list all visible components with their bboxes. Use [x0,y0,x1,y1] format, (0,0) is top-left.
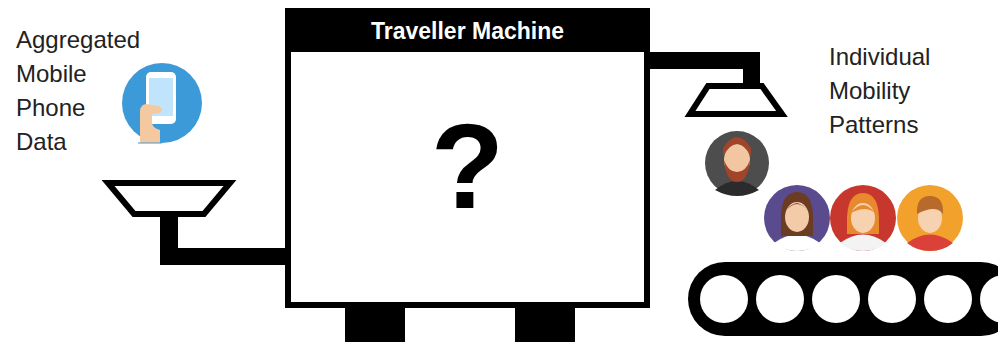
avatar [764,185,830,251]
avatar [897,185,963,251]
side-label: Aggregated Mobile Phone Data [16,23,140,159]
conveyor-belt [688,262,998,336]
side-label: Individual Mobility Patterns [829,40,930,142]
body-area: ? [291,52,644,302]
machine-box: Traveller Machine? [285,8,650,308]
question-mark: ? [431,106,504,226]
machine-title: Traveller Machine [371,18,564,44]
avatar [830,185,896,251]
phone-icon [122,63,202,143]
avatar [705,131,769,196]
output-hopper [648,52,782,114]
header-bar: Traveller Machine [291,14,644,52]
machine-foot [515,306,575,342]
machine-foot [345,306,405,342]
input-hopper [108,183,286,265]
